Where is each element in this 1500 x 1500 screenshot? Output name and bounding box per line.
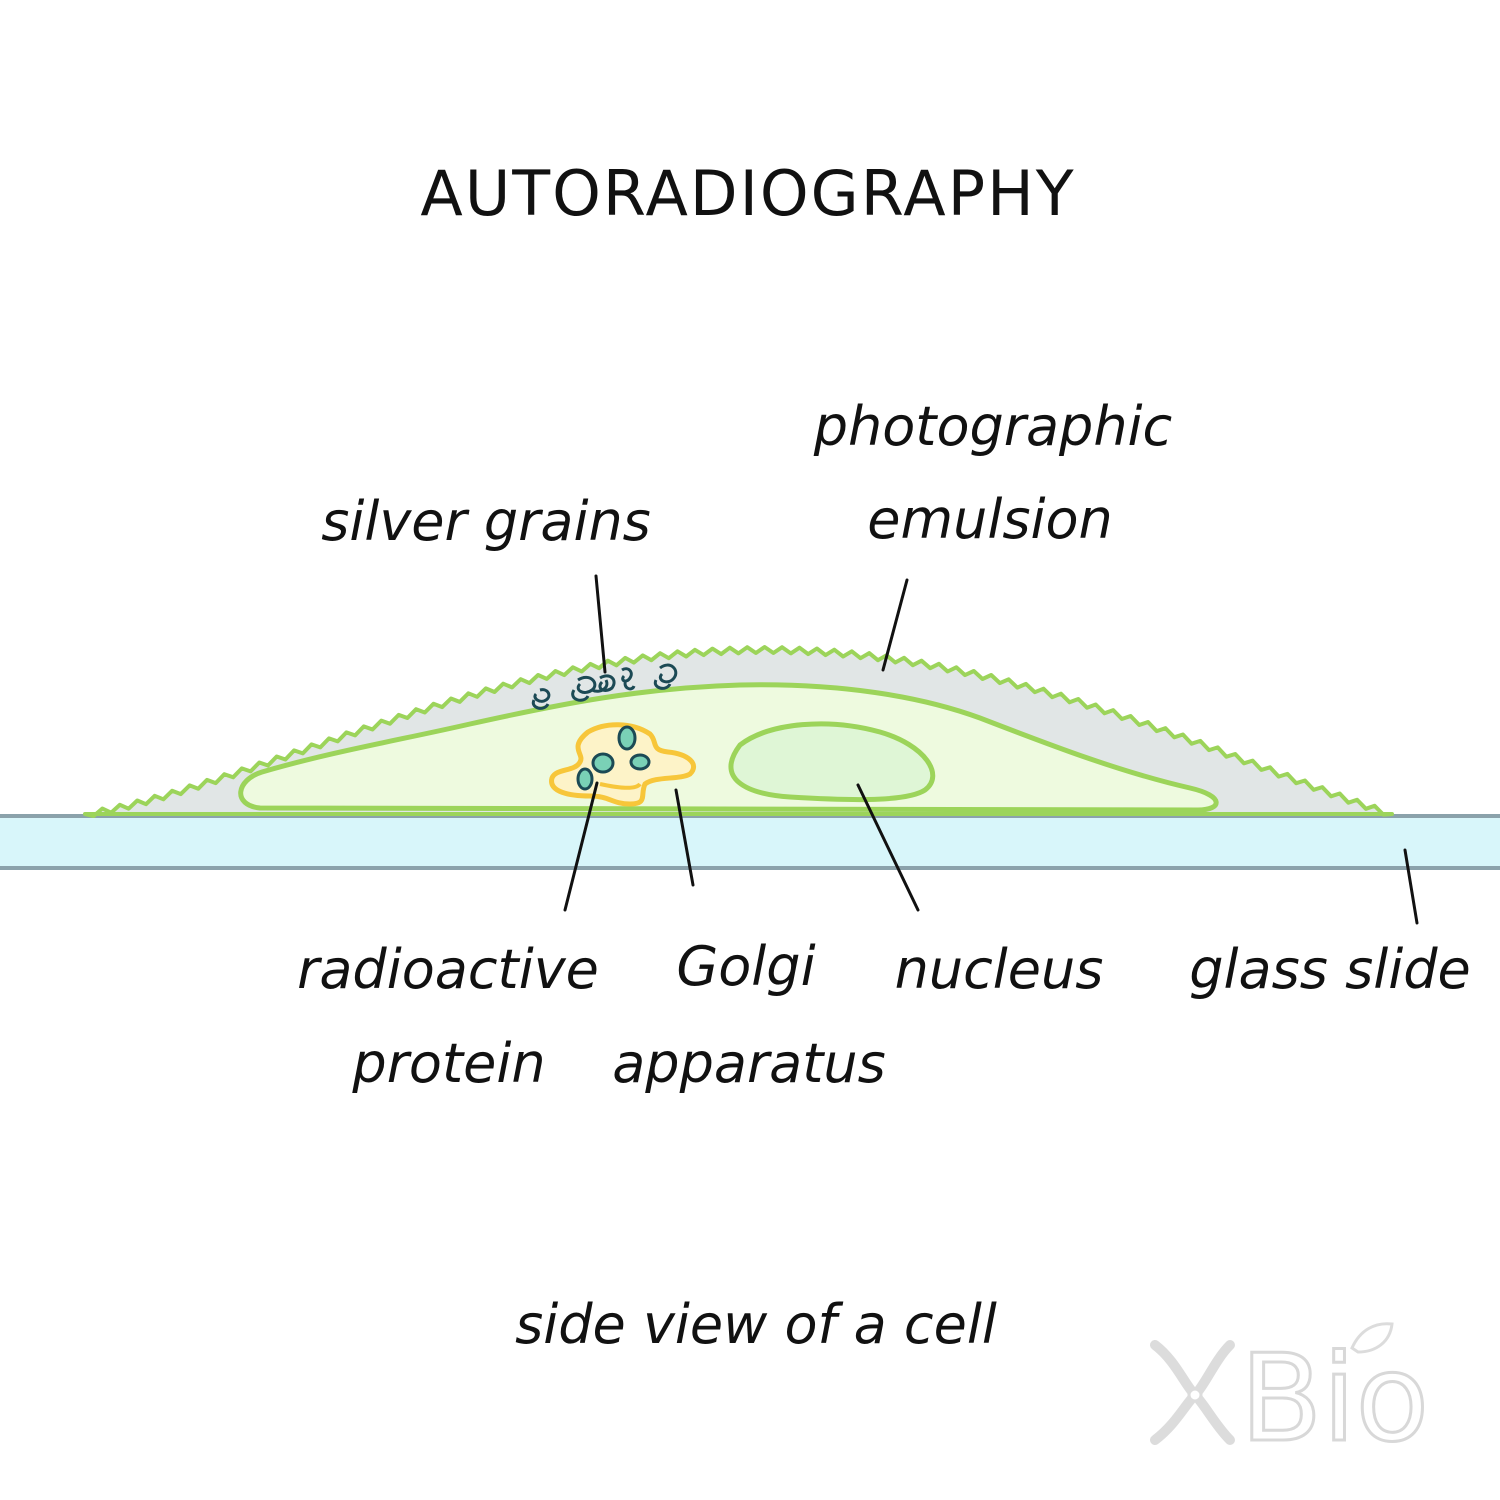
- radioactive-protein-group: [576, 725, 651, 791]
- label-emulsion-line1: photographic: [813, 395, 1173, 458]
- leader-emulsion: [881, 578, 909, 672]
- leader-glass-slide: [1403, 848, 1419, 925]
- caption: side view of a cell: [515, 1293, 997, 1356]
- silver-grain: [598, 674, 616, 692]
- label-emulsion-line2: emulsion: [867, 488, 1112, 551]
- watermark-logo-text: Bio: [1240, 1330, 1429, 1469]
- xbio-watermark-logo: Bio: [1150, 1322, 1431, 1471]
- cell-body: [238, 682, 1219, 813]
- glass-slide-body: [0, 816, 1500, 868]
- label-protein-line1: radioactive: [297, 938, 599, 1001]
- nucleus: [728, 721, 936, 803]
- label-silver-grains: silver grains: [321, 490, 651, 553]
- silver-grains-group: [531, 663, 678, 710]
- label-nucleus: nucleus: [895, 938, 1104, 1001]
- leader-nucleus: [856, 783, 920, 912]
- leader-golgi: [674, 788, 695, 887]
- silver-grain: [531, 688, 551, 710]
- leaf-icon: [1350, 1322, 1394, 1354]
- radioactive-protein-blob: [576, 767, 594, 791]
- label-golgi-line2: apparatus: [612, 1032, 886, 1095]
- radioactive-protein-blob: [591, 752, 615, 774]
- diagram-title: AUTORADIOGRAPHY: [420, 157, 1075, 230]
- silver-grain: [653, 663, 678, 690]
- golgi-inner-fold: [599, 782, 642, 790]
- label-golgi-line1: Golgi: [676, 935, 815, 998]
- label-protein-line2: protein: [351, 1032, 545, 1095]
- silver-grain: [621, 667, 636, 691]
- leader-radioactive-protein: [563, 781, 599, 912]
- radioactive-protein-blob: [629, 753, 651, 771]
- glass-slide: [0, 814, 1500, 870]
- leader-silver-grains: [594, 574, 607, 674]
- radioactive-protein-blob: [617, 725, 637, 751]
- chromosome-centromere-icon: [1187, 1387, 1203, 1403]
- label-glass-slide: glass slide: [1189, 938, 1470, 1001]
